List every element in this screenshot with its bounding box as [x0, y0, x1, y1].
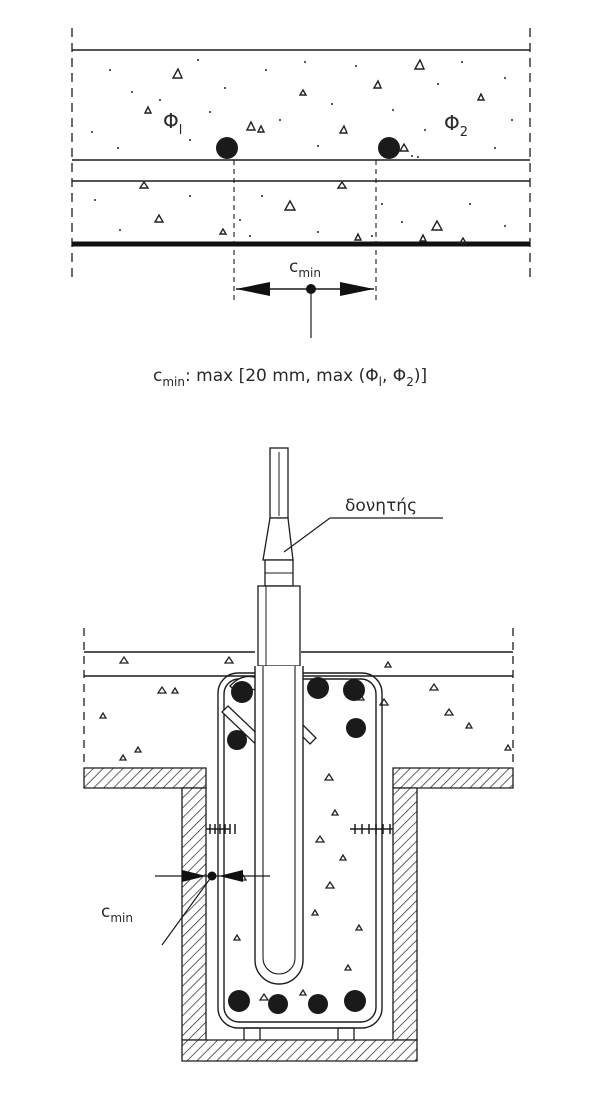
slab-section-figure: Φl Φ2 cmin cmin: max [20 mm, max (Φl, Φ2…: [71, 28, 531, 389]
formwork-right-shoulder: [392, 767, 514, 789]
rebar-top-mid: [307, 677, 329, 699]
dimension-arrow-right: [340, 282, 374, 296]
cmin-dimension-label: cmin: [289, 257, 321, 280]
vibrator-label: δονητής: [345, 496, 417, 516]
rebar-phi1: [216, 137, 238, 159]
cover-leader: [161, 875, 213, 946]
rebar-bottom-4: [344, 990, 366, 1012]
dimension-arrow-left: [236, 282, 270, 296]
longitudinal-bars: [227, 677, 366, 1014]
vibrator-tube: [257, 585, 301, 667]
cover-arrow-left: [182, 870, 206, 882]
rebar-top-left: [231, 681, 253, 703]
rebar-side-left: [227, 730, 247, 750]
formwork-left-shoulder: [83, 767, 207, 789]
rebar-phi1-label: Φl: [163, 109, 182, 138]
vibrator-leader: [283, 517, 331, 553]
cmin-formula: cmin: max [20 mm, max (Φl, Φ2)]: [153, 366, 427, 389]
aggregate-speckle-upper: [143, 58, 486, 152]
cover-arrow-right: [219, 870, 243, 882]
aggregate-dots-upper: [91, 59, 513, 158]
rebar-bottom-3: [308, 994, 328, 1014]
vibrator-coupling: [262, 517, 294, 561]
spacers: [243, 1027, 355, 1040]
rebar-bottom-1: [228, 990, 250, 1012]
cover-label: cmin: [101, 902, 133, 925]
rebar-top-right: [343, 679, 365, 701]
vibrator-needle: [254, 666, 304, 985]
formwork: [83, 767, 514, 1062]
vibrator: [254, 447, 304, 985]
aggregate-dots-lower: [94, 195, 506, 237]
rebar-phi2-label: Φ2: [444, 111, 468, 140]
formwork-bottom: [181, 1039, 418, 1062]
rebar-phi2: [378, 137, 400, 159]
concrete-speckle: [98, 655, 513, 1001]
beam-formwork-figure: δονητής cmin: [83, 447, 514, 1062]
rebar-bottom-2: [268, 994, 288, 1014]
rebar-side-right: [346, 718, 366, 738]
formwork-right-wall: [392, 787, 418, 1041]
formwork-left-wall: [181, 787, 207, 1041]
aggregate-speckle-lower: [138, 180, 468, 244]
